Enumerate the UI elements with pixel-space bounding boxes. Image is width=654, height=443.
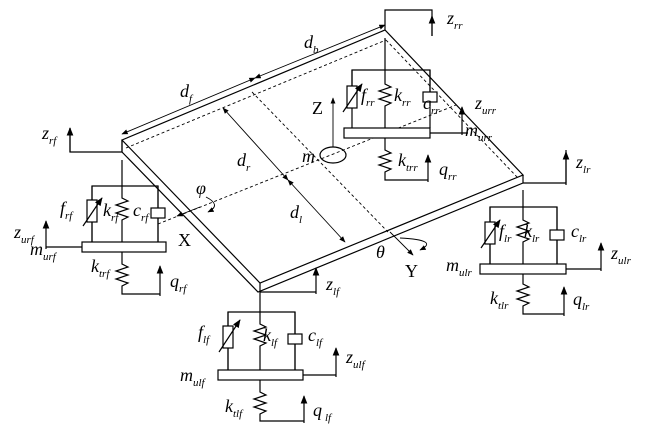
label-z-lf: zlf [325,274,341,298]
label-f-lf: flf [198,322,211,346]
label-q-rf: qrf [170,271,188,295]
label-q-rr: qrr [439,159,457,183]
label-Z: Z [312,98,323,118]
label-d-f: df [180,81,194,105]
label-m: m [302,146,315,166]
label-k-trr: ktrr [398,150,418,174]
label-Y: Y [405,261,418,281]
dimension-d-l: dl [287,179,346,243]
corner-right-rear: zrr frr krr crr murr zurr ktrr qrr [342,8,497,183]
label-k-tlf: ktlf [225,396,244,420]
label-theta: θ [376,242,385,262]
axis-x: φ X [176,178,215,250]
label-c-rf: crf [133,200,150,224]
center-of-mass: m [302,146,347,166]
label-f-rr: frr [361,85,375,109]
label-k-lf: klf [263,325,279,349]
mass-ulr [479,263,567,275]
label-k-tlr: ktlr [490,288,509,312]
label-z-lr: zlr [575,152,591,176]
label-z-rr: zrr [446,8,463,32]
label-m-urf: murf [30,239,58,263]
label-c-lf: clf [308,325,324,349]
label-d-r: dr [237,150,251,174]
label-c-rr: crr [423,93,440,117]
label-f-rf: frf [60,198,74,222]
label-z-rf: zrf [41,123,58,147]
label-z-urf: zurf [13,222,36,246]
label-m-ulr: mulr [446,255,473,279]
axis-y: θ Y [376,231,428,281]
dimension-d-b: db [254,24,386,79]
mass-urr [343,127,431,139]
label-f-lr: flr [499,221,512,245]
axis-z: Z [312,97,336,147]
label-k-trf: ktrf [91,256,111,280]
label-k-lr: klr [524,221,540,245]
label-z-ulr: zulr [610,243,632,267]
label-m-ulf: mulf [180,365,207,389]
label-k-rf: krf [103,200,120,224]
dimension-d-f: df [121,77,256,135]
label-d-b: db [304,32,319,56]
label-c-lr: clr [571,221,587,245]
corner-left-rear: zlr flr klr clr mulr zulr ktlr qlr [446,150,632,316]
label-X: X [178,230,191,250]
label-m-urr: murr [465,120,493,144]
vehicle-body-plate [120,29,525,293]
label-z-urr: zurr [474,93,497,117]
label-z-ulf: zulf [345,347,367,371]
corner-right-front: zrf frf krf crf murf zurf ktrf qrf [13,123,188,296]
label-d-l: dl [290,202,302,226]
label-phi: φ [196,178,206,198]
label-q-lr: qlr [573,289,590,313]
dimension-d-r: dr [222,107,289,181]
label-k-rr: krr [394,85,411,109]
mass-urf [81,241,167,253]
mass-ulf [217,369,304,381]
